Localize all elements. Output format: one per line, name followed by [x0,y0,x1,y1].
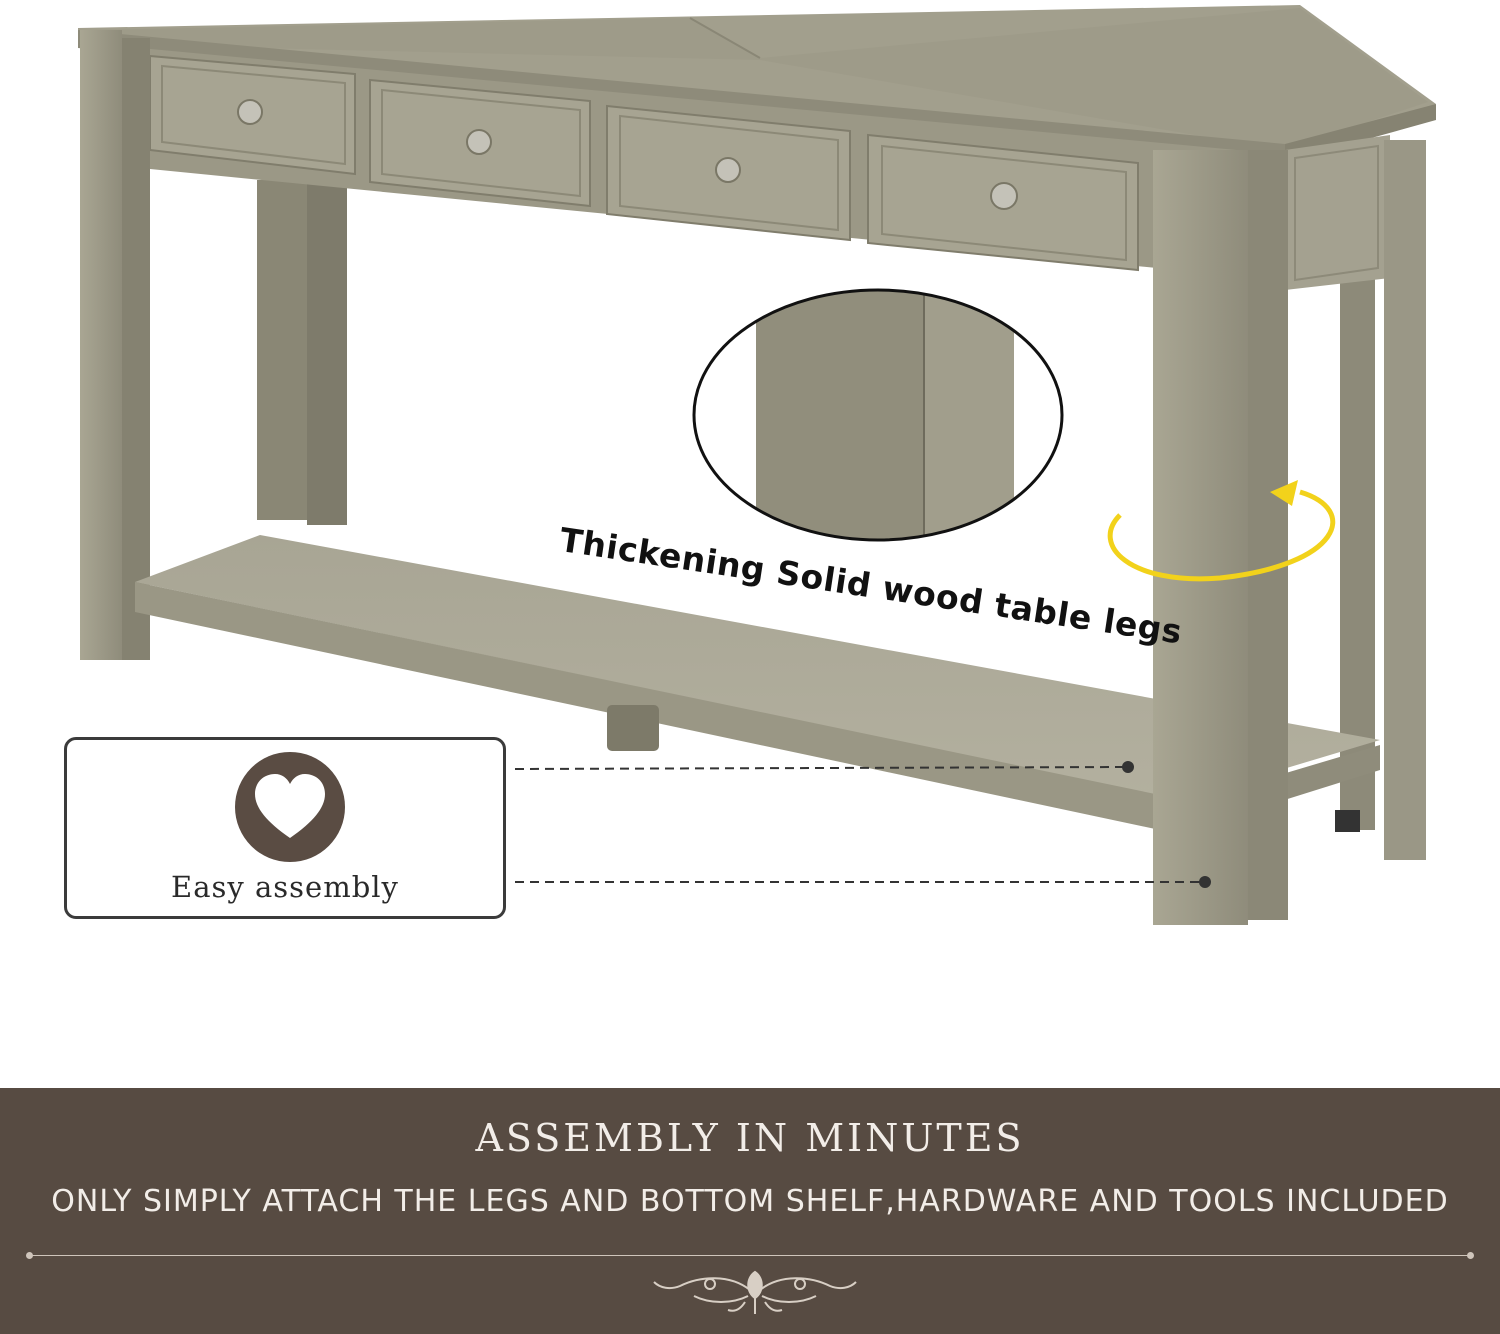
drawer-4 [867,133,1139,272]
side-apron [1285,135,1390,290]
console-table-photo [78,5,1436,925]
drawer-2 [369,78,591,208]
floral-ornament-icon [653,1270,857,1314]
easy-assembly-box: Easy assembly [64,737,506,919]
leader-lines [514,761,1211,888]
banner-subtitle: ONLY SIMPLY ATTACH THE LEGS AND BOTTOM S… [51,1184,1449,1219]
banner-title: ASSEMBLY IN MINUTES [475,1116,1025,1160]
front-left-leg [80,30,150,660]
rotation-arrow-icon [1107,480,1336,582]
banner-divider [26,1252,1474,1259]
easy-assembly-label: Easy assembly [171,870,399,904]
assembly-banner: ASSEMBLY IN MINUTES ONLY SIMPLY ATTACH T… [0,1088,1500,1334]
front-right-leg [1153,140,1426,925]
heart-icon [235,752,345,862]
back-left-leg [257,180,347,525]
leg-detail-callout [692,288,1064,542]
drawer-3 [606,104,851,242]
drawer-apron [140,48,1258,278]
